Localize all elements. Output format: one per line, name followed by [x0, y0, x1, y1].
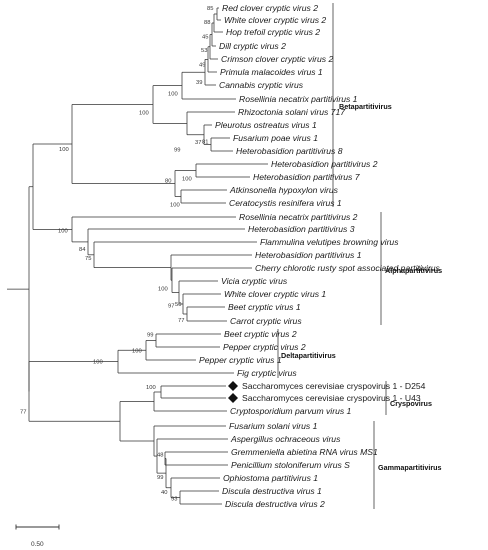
- bootstrap-value: 37: [195, 140, 201, 146]
- leaf-label: Dill cryptic virus 2: [219, 41, 286, 51]
- leaf-label: Heterobasidion partitivirus 8: [236, 146, 343, 156]
- bootstrap-value: 40: [161, 490, 167, 496]
- bootstrap-value: 100: [146, 385, 156, 391]
- bootstrap-value: 77: [20, 409, 26, 415]
- leaf-label: Ophiostoma partitivirus 1: [223, 473, 318, 483]
- bootstrap-value: 100: [168, 92, 178, 98]
- leaf-label: White clover cryptic virus 1: [224, 289, 326, 299]
- leaf-label: Heterobasidion partitivirus 7: [253, 172, 361, 182]
- leaf-label: Red clover cryptic virus 2: [222, 3, 318, 13]
- bootstrap-value: 48: [157, 453, 163, 459]
- leaf-label: Fusarium poae virus 1: [233, 133, 318, 143]
- bootstrap-value: 100: [158, 286, 168, 292]
- bootstrap-value: 99: [147, 333, 153, 339]
- leaf-label: Fig cryptic virus: [237, 368, 297, 378]
- leaf-label: Heterobasidion partitivirus 2: [271, 159, 378, 169]
- leaf-label: Fusarium solani virus 1: [229, 421, 318, 431]
- leaf-label: Flammulina velutipes browning virus: [260, 237, 399, 247]
- leaf-label: Pepper cryptic virus 2: [223, 342, 306, 352]
- leaf-label: Saccharomyces cerevisiae cryspovirus 1 -…: [242, 393, 421, 403]
- tree-branches: [7, 7, 268, 505]
- clade-label-alpha: Alphapartitivirus: [385, 266, 442, 275]
- bootstrap-value: 100: [182, 177, 192, 183]
- clade-label-crysp: Cryspovirus: [390, 399, 432, 408]
- leaf-label: White clover cryptic virus 2: [224, 15, 326, 25]
- bootstrap-value: 100: [139, 110, 149, 116]
- scale-bar: 0.50: [15, 524, 60, 548]
- leaf-label: Crimson clover cryptic virus 2: [221, 54, 333, 64]
- leaf-label: Aspergillus ochraceous virus: [230, 434, 341, 444]
- leaf-label: Pleurotus ostreatus virus 1: [215, 120, 317, 130]
- bootstrap-value: 97: [168, 304, 174, 310]
- leaf-label: Ceratocystis resinifera virus 1: [229, 198, 342, 208]
- bootstrap-value: 93: [171, 497, 177, 503]
- leaf-label: Heterobasidion partitivirus 3: [248, 224, 355, 234]
- bootstrap-value: 100: [170, 203, 180, 209]
- leaf-label: Heterobasidion partitivirus 1: [255, 250, 362, 260]
- leaf-label: Carrot cryptic virus: [230, 316, 302, 326]
- leaf-label: Rhizoctonia solani virus 717: [238, 107, 346, 117]
- leaf-label: Discula destructiva virus 2: [225, 499, 325, 509]
- clade-label-gamma: Gammapartitivirus: [378, 463, 442, 472]
- leaf-label: Hop trefoil cryptic virus 2: [226, 27, 320, 37]
- clade-label-beta: Betapartitivirus: [339, 102, 392, 111]
- leaf-label: Discula destructiva virus 1: [222, 486, 322, 496]
- bootstrap-value: 75: [85, 256, 91, 262]
- leaf-label: Atkinsonella hypoxylon virus: [229, 185, 339, 195]
- bootstrap-value: 99: [157, 475, 163, 481]
- leaf-label: Cryptosporidium parvum virus 1: [230, 406, 352, 416]
- bootstrap-value: 50: [175, 302, 181, 308]
- diamond-marker-icon: [228, 393, 238, 403]
- highlight-markers: [228, 381, 238, 403]
- leaf-labels: Red clover cryptic virus 2 White clover c…: [199, 3, 441, 509]
- bootstrap-value: 100: [58, 228, 68, 234]
- leaf-label: Gremmeniella abietina RNA virus MS1: [231, 447, 378, 457]
- bootstrap-value: 81: [202, 140, 208, 146]
- leaf-label: Beet cryptic virus 2: [224, 329, 297, 339]
- bootstrap-value: 88: [204, 20, 210, 26]
- bootstrap-value: 100: [59, 147, 69, 153]
- leaf-label: Saccharomyces cerevisiae cryspovirus 1 -…: [242, 381, 426, 391]
- diamond-marker-icon: [228, 381, 238, 391]
- clade-label-delta: Deltapartitivirus: [281, 351, 336, 360]
- bootstrap-value: 100: [132, 348, 142, 354]
- leaf-label: Penicillium stoloniferum virus S: [231, 460, 350, 470]
- clade-brackets: BetapartitivirusAlphapartitivirusDeltapa…: [277, 3, 442, 509]
- leaf-label: Vicia cryptic virus: [221, 276, 288, 286]
- bootstrap-value: 84: [79, 247, 86, 253]
- bootstrap-value: 80: [165, 179, 171, 185]
- bootstrap-value: 77: [178, 318, 184, 324]
- leaf-label: Beet cryptic virus 1: [228, 302, 301, 312]
- leaf-label: Cannabis cryptic virus: [219, 80, 304, 90]
- leaf-label: Primula malacoides virus 1: [220, 67, 323, 77]
- bootstrap-value: 53: [201, 48, 207, 54]
- scale-bar-label: 0.50: [31, 541, 44, 548]
- bootstrap-value: 85: [207, 6, 213, 12]
- bootstrap-value: 100: [93, 360, 103, 366]
- leaf-label: Rosellinia necatrix partitivirus 1: [239, 94, 358, 104]
- bootstrap-value: 99: [174, 147, 180, 153]
- leaf-label: Pepper cryptic virus 1: [199, 355, 282, 365]
- bootstrap-value: 39: [196, 80, 202, 86]
- bootstrap-value: 49: [199, 62, 205, 68]
- leaf-label: Rosellinia necatrix partitivirus 2: [239, 212, 358, 222]
- bootstrap-value: 45: [202, 35, 208, 41]
- leaf-label: Cherry chlorotic rusty spot associated p…: [255, 263, 441, 273]
